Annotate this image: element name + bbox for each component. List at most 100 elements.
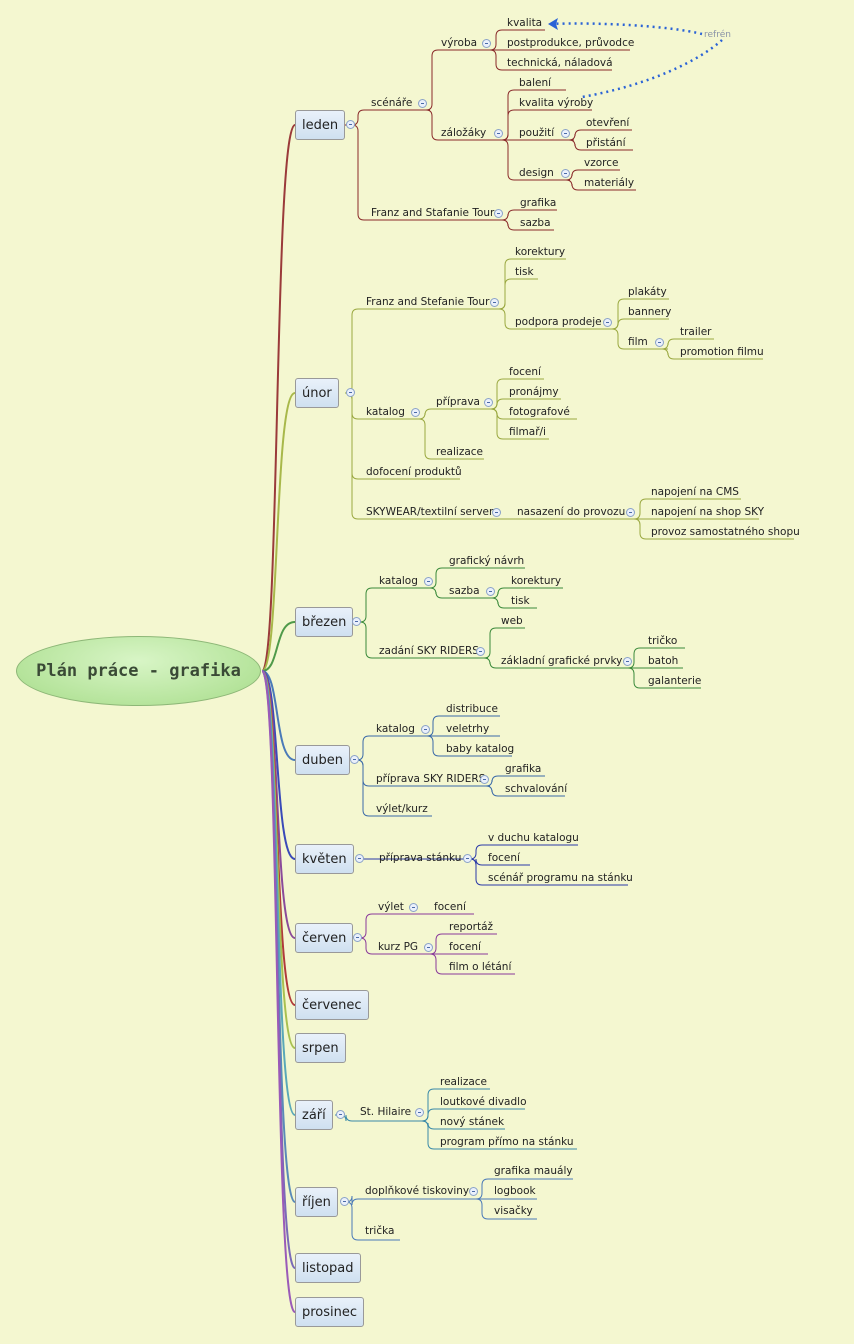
collapse-toggle-katalog-brezen[interactable]: [424, 577, 433, 586]
topic-schvalovani[interactable]: schvalování: [505, 783, 568, 795]
collapse-toggle-priprava[interactable]: [484, 398, 493, 407]
month-cerven[interactable]: červen: [295, 923, 354, 953]
topic-tricko[interactable]: tričko: [648, 635, 678, 647]
month-rijen[interactable]: říjen: [295, 1187, 338, 1217]
collapse-toggle-unor[interactable]: [346, 388, 355, 397]
topic-scenar[interactable]: scénář programu na stánku: [488, 872, 633, 884]
collapse-toggle-priprava-stanku[interactable]: [463, 854, 472, 863]
collapse-toggle-leden[interactable]: [346, 120, 355, 129]
collapse-toggle-zadani[interactable]: [476, 647, 485, 656]
topic-pouziti[interactable]: použití: [519, 127, 555, 139]
topic-podpora[interactable]: podpora prodeje: [515, 316, 602, 328]
topic-otevreni[interactable]: otevření: [586, 117, 630, 129]
topic-galanterie[interactable]: galanterie: [648, 675, 702, 687]
month-brezen[interactable]: březen: [295, 607, 354, 637]
collapse-toggle-sazba-brezen[interactable]: [486, 587, 495, 596]
collapse-toggle-katalog-duben[interactable]: [421, 725, 430, 734]
topic-katalog-unor[interactable]: katalog: [366, 406, 405, 418]
topic-priprava-stanku[interactable]: příprava stánku: [379, 852, 462, 864]
topic-grafika-maualy[interactable]: grafika mauály: [494, 1165, 573, 1177]
topic-foceni-vylet[interactable]: focení: [434, 901, 466, 913]
topic-novy-stanek[interactable]: nový stánek: [440, 1116, 505, 1128]
topic-tisk[interactable]: tisk: [515, 266, 534, 278]
topic-franz-leden[interactable]: Franz and Stafanie Tour: [371, 207, 495, 219]
collapse-toggle-rijen[interactable]: [340, 1197, 349, 1206]
topic-foceni-kveten[interactable]: focení: [488, 852, 520, 864]
relationship-arrow-tail[interactable]: [581, 39, 723, 99]
collapse-toggle-duben[interactable]: [350, 755, 359, 764]
topic-bannery[interactable]: bannery: [628, 306, 672, 318]
topic-zakladni[interactable]: základní grafické prvky: [501, 655, 623, 667]
month-unor[interactable]: únor: [295, 378, 339, 408]
topic-foceni[interactable]: focení: [509, 366, 541, 378]
topic-kurz-pg[interactable]: kurz PG: [378, 941, 419, 953]
topic-realizace[interactable]: realizace: [436, 446, 483, 458]
collapse-toggle-kurz[interactable]: [424, 943, 433, 952]
topic-film[interactable]: film: [628, 336, 648, 348]
topic-veletrhy[interactable]: veletrhy: [446, 723, 490, 735]
topic-vyroba[interactable]: výroba: [441, 37, 478, 49]
topic-sazba[interactable]: sazba: [520, 217, 551, 229]
topic-logbook[interactable]: logbook: [494, 1185, 536, 1197]
topic-web[interactable]: web: [501, 615, 523, 627]
topic-sazba-brezen[interactable]: sazba: [449, 585, 480, 597]
collapse-toggle-brezen[interactable]: [352, 617, 361, 626]
topic-doplnkove[interactable]: doplňkové tiskoviny: [365, 1185, 470, 1197]
collapse-toggle-franz-leden[interactable]: [494, 209, 503, 218]
collapse-toggle-skywear[interactable]: [492, 508, 501, 517]
topic-scenare[interactable]: scénáře: [371, 97, 413, 109]
collapse-toggle-cerven[interactable]: [353, 933, 362, 942]
central-topic[interactable]: Plán práce - grafika: [16, 636, 261, 706]
topic-vzorce[interactable]: vzorce: [584, 157, 619, 169]
topic-batoh[interactable]: batoh: [648, 655, 679, 667]
topic-tisk-brezen[interactable]: tisk: [511, 595, 530, 607]
collapse-toggle-nasazeni[interactable]: [626, 508, 635, 517]
topic-priprava-sky[interactable]: příprava SKY RIDERS: [376, 773, 486, 785]
collapse-toggle-zakladni[interactable]: [623, 657, 632, 666]
topic-dofoceni[interactable]: dofocení produktů: [366, 466, 462, 478]
topic-vylet[interactable]: výlet: [378, 901, 404, 913]
collapse-toggle-st-hilaire[interactable]: [415, 1108, 424, 1117]
topic-design[interactable]: design: [519, 167, 554, 179]
month-cervenec[interactable]: červenec: [295, 990, 369, 1020]
topic-franz-unor[interactable]: Franz and Stefanie Tour: [366, 296, 490, 308]
topic-reportaz[interactable]: reportáž: [449, 921, 494, 933]
topic-loutkove[interactable]: loutkové divadlo: [440, 1096, 527, 1108]
topic-nasazeni[interactable]: nasazení do provozu: [517, 506, 626, 518]
topic-film-letani[interactable]: film o létání: [449, 961, 512, 973]
topic-filmari[interactable]: filmař/i: [509, 426, 546, 438]
topic-korektury-brezen[interactable]: korektury: [511, 575, 562, 587]
month-duben[interactable]: duben: [295, 745, 350, 775]
topic-graficky-navrh[interactable]: grafický návrh: [449, 555, 525, 567]
topic-program[interactable]: program přímo na stánku: [440, 1136, 574, 1148]
topic-technicka[interactable]: technická, náladová: [507, 57, 613, 69]
topic-st-hilaire[interactable]: St. Hilaire: [360, 1106, 412, 1118]
topic-foceni-kurz[interactable]: focení: [449, 941, 481, 953]
topic-baby-katalog[interactable]: baby katalog: [446, 743, 515, 755]
topic-zalozaky[interactable]: záložáky: [441, 127, 487, 139]
collapse-toggle-doplnkove[interactable]: [469, 1187, 478, 1196]
month-leden[interactable]: leden: [295, 110, 346, 140]
topic-napojeni-shop[interactable]: napojení na shop SKY: [651, 506, 765, 518]
topic-promotion[interactable]: promotion filmu: [680, 346, 764, 358]
collapse-toggle-franz-unor[interactable]: [490, 298, 499, 307]
topic-zadani[interactable]: zadání SKY RIDERS: [379, 645, 479, 657]
topic-materialy[interactable]: materiály: [584, 177, 635, 189]
topic-skywear[interactable]: SKYWEAR/textilní server: [366, 506, 494, 518]
collapse-toggle-design[interactable]: [561, 169, 570, 178]
topic-postprodukce[interactable]: postprodukce, průvodce: [507, 37, 635, 49]
topic-katalog-brezen[interactable]: katalog: [379, 575, 418, 587]
collapse-toggle-vylet[interactable]: [409, 903, 418, 912]
topic-katalog-duben[interactable]: katalog: [376, 723, 415, 735]
topic-grafika[interactable]: grafika: [520, 197, 557, 209]
topic-pristani[interactable]: přistání: [586, 137, 626, 149]
topic-napojeni-cms[interactable]: napojení na CMS: [651, 486, 739, 498]
topic-fotografove[interactable]: fotografové: [509, 406, 570, 418]
month-prosinec[interactable]: prosinec: [295, 1297, 365, 1327]
collapse-toggle-katalog-unor[interactable]: [411, 408, 420, 417]
topic-korektury[interactable]: korektury: [515, 246, 566, 258]
collapse-toggle-film[interactable]: [655, 338, 664, 347]
topic-kvalita-vyroby[interactable]: kvalita výroby: [519, 97, 594, 109]
relationship-arrow[interactable]: [547, 22, 703, 36]
topic-distribuce[interactable]: distribuce: [446, 703, 498, 715]
